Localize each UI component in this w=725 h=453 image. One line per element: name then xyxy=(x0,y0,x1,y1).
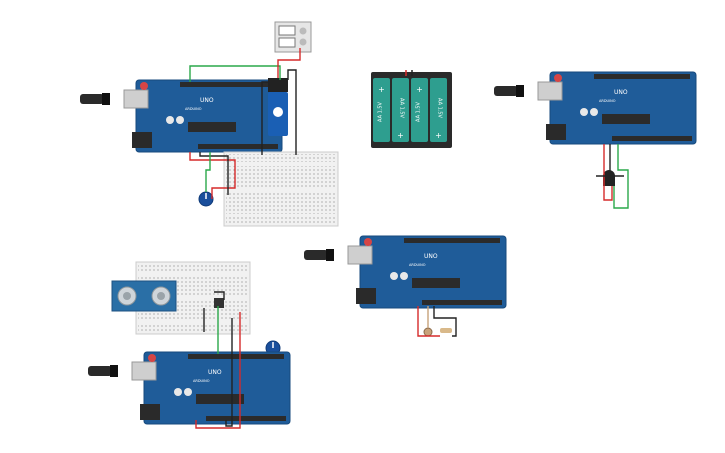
power-jack xyxy=(546,124,566,140)
battery-cell-1: + AA 1.5V xyxy=(373,78,390,142)
svg-text:+: + xyxy=(416,85,423,94)
board-brand: ARDUINO xyxy=(599,99,616,103)
board-pcb xyxy=(359,235,507,309)
board-pcb xyxy=(143,351,291,425)
reset-button[interactable] xyxy=(554,74,562,82)
reset-button[interactable] xyxy=(140,82,148,90)
battery-cell-3: + AA 1.5V xyxy=(411,78,428,142)
svg-text:+: + xyxy=(397,131,404,140)
wires-circuit-4 xyxy=(195,291,241,429)
usb-port xyxy=(123,89,149,109)
ultrasonic-sensor[interactable] xyxy=(111,280,177,312)
digital-header xyxy=(188,354,284,359)
wires-circuit-3 xyxy=(596,144,629,209)
svg-text:AA 1.5V: AA 1.5V xyxy=(399,98,405,119)
digital-header xyxy=(594,74,690,79)
board-pcb xyxy=(135,79,283,153)
multimeter-display[interactable] xyxy=(274,21,312,53)
usb-port xyxy=(537,81,563,101)
usb-cable-plug xyxy=(494,86,518,96)
analog-header xyxy=(198,144,278,149)
usb-cable-plug xyxy=(88,366,112,376)
potentiometer-1[interactable] xyxy=(198,191,214,207)
power-jack xyxy=(356,288,376,304)
board-label: UNO xyxy=(208,369,222,376)
analog-header xyxy=(206,416,286,421)
temperature-sensor[interactable] xyxy=(603,170,615,186)
arduino-board-3[interactable]: UNO ARDUINO xyxy=(494,71,697,145)
board-brand: ARDUINO xyxy=(193,379,210,383)
board-label: UNO xyxy=(614,89,628,96)
arduino-board-4[interactable]: UNO ARDUINO xyxy=(88,351,291,425)
wires-circuit-1 xyxy=(189,48,301,199)
board-brand: ARDUINO xyxy=(185,107,202,111)
pushbutton[interactable] xyxy=(214,298,224,308)
board-label: UNO xyxy=(200,97,214,104)
atmega-chip xyxy=(412,278,460,288)
board-brand: ARDUINO xyxy=(409,263,426,267)
wires-circuit-5 xyxy=(417,306,457,337)
power-jack xyxy=(140,404,160,420)
svg-text:AA 1.5V: AA 1.5V xyxy=(378,101,384,122)
battery-cell-4: + AA 1.5V xyxy=(430,78,447,142)
digital-header xyxy=(180,82,276,87)
photoresistor[interactable] xyxy=(423,327,433,337)
digital-header xyxy=(404,238,500,243)
battery-pack[interactable]: + AA 1.5V + AA 1.5V + AA 1.5V + AA 1.5V xyxy=(371,70,452,148)
svg-text:+: + xyxy=(378,85,385,94)
breadboard-1[interactable] xyxy=(223,151,339,227)
svg-text:AA 1.5V: AA 1.5V xyxy=(416,101,422,122)
power-jack xyxy=(132,132,152,148)
usb-port xyxy=(131,361,157,381)
board-pcb xyxy=(549,71,697,145)
board-label: UNO xyxy=(424,253,438,260)
arduino-board-1[interactable]: UNO ARDUINO xyxy=(80,79,283,153)
atmega-chip xyxy=(602,114,650,124)
usb-cable-plug xyxy=(80,94,104,104)
usb-cable-plug xyxy=(304,250,328,260)
servo-motor[interactable] xyxy=(268,78,288,136)
resistor[interactable] xyxy=(440,328,452,333)
atmega-chip xyxy=(188,122,236,132)
atmega-chip xyxy=(196,394,244,404)
usb-port xyxy=(347,245,373,265)
svg-text:AA 1.5V: AA 1.5V xyxy=(437,98,443,119)
reset-button[interactable] xyxy=(364,238,372,246)
analog-header xyxy=(612,136,692,141)
reset-button[interactable] xyxy=(148,354,156,362)
battery-cell-2: + AA 1.5V xyxy=(392,78,409,142)
arduino-board-5[interactable]: UNO ARDUINO xyxy=(304,235,507,309)
svg-text:+: + xyxy=(435,131,442,140)
analog-header xyxy=(422,300,502,305)
